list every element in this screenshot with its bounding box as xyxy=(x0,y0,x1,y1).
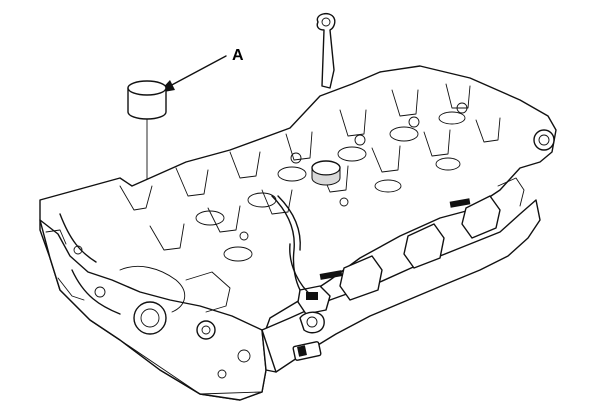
tappet-component xyxy=(127,80,167,191)
callout-a: A xyxy=(158,47,244,93)
cam-sensor xyxy=(289,243,331,315)
side-stud-1 xyxy=(319,270,343,280)
callout-label-a: A xyxy=(232,47,244,64)
callout-arrow-line xyxy=(167,55,227,88)
cylinder-head-body xyxy=(39,65,557,401)
water-outlet xyxy=(299,311,325,334)
side-stud-2 xyxy=(449,198,471,208)
lifting-hook xyxy=(316,12,336,89)
oil-control-valve xyxy=(292,341,322,361)
